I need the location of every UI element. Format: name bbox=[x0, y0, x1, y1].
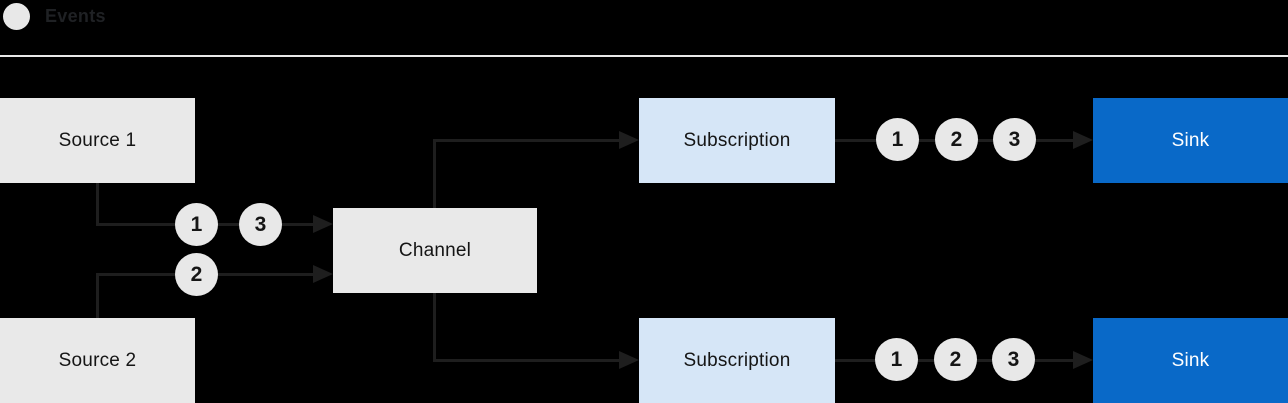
node-sink-bottom: Sink bbox=[1093, 318, 1288, 403]
edge-source1-channel-vertical bbox=[96, 183, 99, 225]
edge-source2-channel-vertical bbox=[96, 273, 99, 318]
node-sink-top-label: Sink bbox=[1171, 129, 1210, 151]
legend-label: Events bbox=[45, 6, 106, 26]
node-source-1-label: Source 1 bbox=[58, 129, 137, 151]
edge-channel-subscription-bottom-vertical bbox=[433, 292, 436, 362]
arrowhead-into-subscription-top bbox=[619, 131, 639, 149]
event-marker: 1 bbox=[876, 118, 919, 161]
event-marker: 1 bbox=[175, 203, 218, 246]
arrowhead-into-sink-bottom bbox=[1073, 351, 1093, 369]
edge-channel-subscription-top-horizontal bbox=[433, 139, 619, 142]
node-subscription-top: Subscription bbox=[639, 98, 835, 183]
arrowhead-into-subscription-bottom bbox=[619, 351, 639, 369]
node-source-2-label: Source 2 bbox=[58, 349, 137, 371]
event-marker: 1 bbox=[875, 338, 918, 381]
node-source-1: Source 1 bbox=[0, 98, 195, 183]
edge-channel-subscription-bottom-horizontal bbox=[433, 359, 619, 362]
event-marker: 2 bbox=[935, 118, 978, 161]
event-marker: 3 bbox=[992, 338, 1035, 381]
event-circle-icon bbox=[3, 3, 30, 30]
separator-line bbox=[0, 55, 1288, 57]
node-subscription-top-label: Subscription bbox=[683, 129, 791, 151]
node-sink-bottom-label: Sink bbox=[1171, 349, 1210, 371]
node-channel-label: Channel bbox=[398, 239, 472, 261]
node-sink-top: Sink bbox=[1093, 98, 1288, 183]
arrowhead-into-channel-top bbox=[313, 215, 333, 233]
event-marker: 3 bbox=[993, 118, 1036, 161]
node-subscription-bottom-label: Subscription bbox=[683, 349, 791, 371]
arrowhead-into-sink-top bbox=[1073, 131, 1093, 149]
arrowhead-into-channel-bottom bbox=[313, 265, 333, 283]
node-subscription-bottom: Subscription bbox=[639, 318, 835, 403]
event-marker: 2 bbox=[934, 338, 977, 381]
node-channel: Channel bbox=[333, 208, 537, 293]
event-marker: 3 bbox=[239, 203, 282, 246]
node-source-2: Source 2 bbox=[0, 318, 195, 403]
edge-channel-subscription-top-vertical bbox=[433, 139, 436, 208]
event-marker: 2 bbox=[175, 253, 218, 296]
